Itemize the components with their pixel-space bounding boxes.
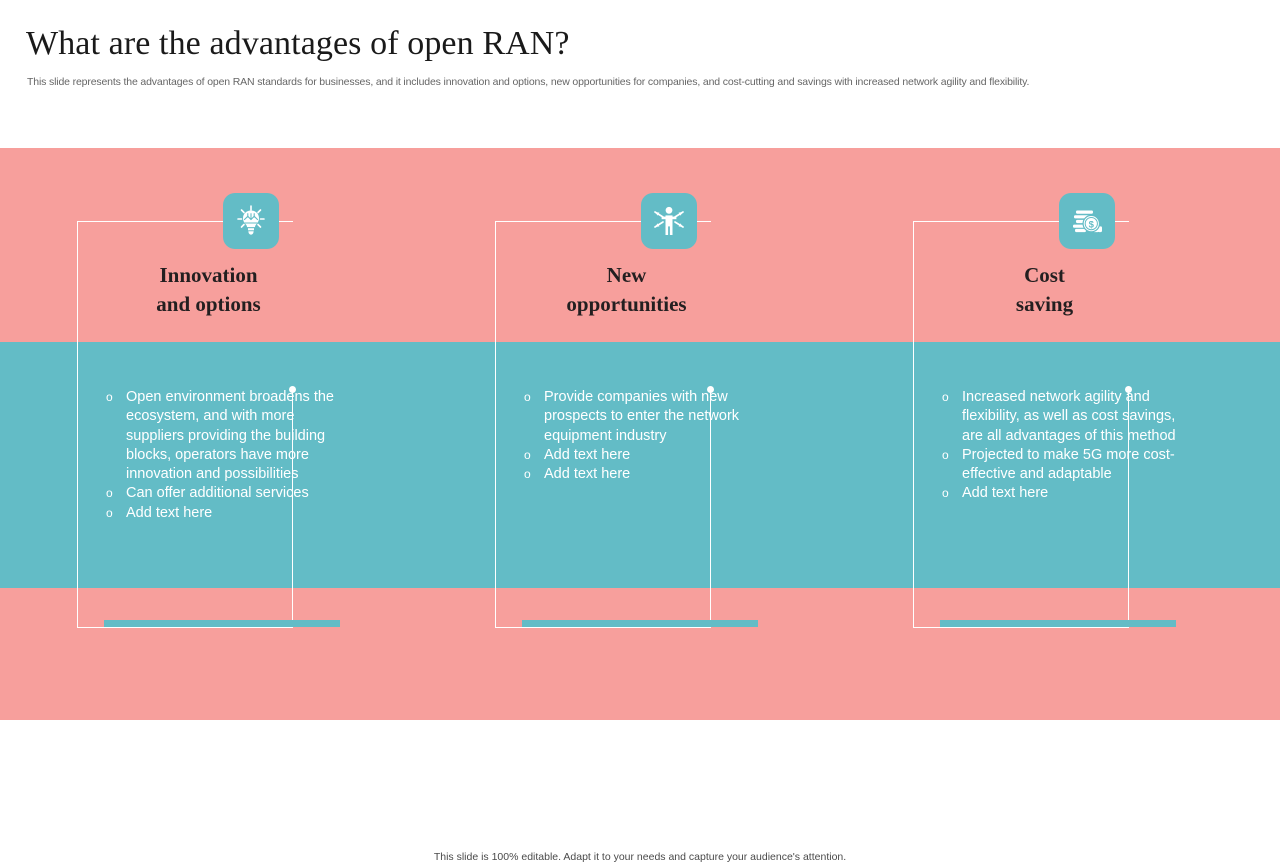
- card-heading: Innovation and options: [36, 261, 381, 319]
- list-item: Add text here: [518, 446, 770, 466]
- card-underbar: [522, 620, 758, 627]
- card-heading-line-2: opportunities: [566, 292, 687, 316]
- card-heading: New opportunities: [454, 261, 799, 319]
- list-item: Provide companies with new prospects to …: [518, 388, 770, 446]
- page-title: What are the advantages of open RAN?: [26, 25, 570, 62]
- card-frame-bottom-edge: [495, 627, 711, 628]
- person-opportunities-icon: [641, 193, 697, 249]
- list-item: Projected to make 5G more cost-effective…: [936, 446, 1188, 485]
- card-new-opportunities[interactable]: New opportunities Provide companies with…: [418, 148, 838, 720]
- money-savings-icon: $: [1059, 193, 1115, 249]
- svg-text:$: $: [1089, 219, 1095, 230]
- card-cost-saving[interactable]: $ Cost saving Increased network agility …: [836, 148, 1256, 720]
- lightbulb-idea-icon: [223, 193, 279, 249]
- list-item: Add text here: [100, 504, 352, 524]
- card-frame-top-edge: [913, 221, 1129, 222]
- list-item: Add text here: [936, 484, 1188, 504]
- card-frame-top-edge: [77, 221, 293, 222]
- slide-body: Innovation and options Open environment …: [0, 148, 1280, 863]
- page-subtitle: This slide represents the advantages of …: [27, 76, 1030, 88]
- card-frame-right-edge: [710, 390, 711, 628]
- card-heading-line-1: Innovation: [159, 263, 258, 287]
- slide-header: What are the advantages of open RAN? Thi…: [0, 0, 1280, 148]
- card-heading: Cost saving: [872, 261, 1217, 319]
- list-item: Can offer additional services: [100, 484, 352, 504]
- card-frame-top-edge: [495, 221, 711, 222]
- list-item: Increased network agility and flexibilit…: [936, 388, 1188, 446]
- card-innovation-and-options[interactable]: Innovation and options Open environment …: [0, 148, 420, 720]
- list-item: Open environment broadens the ecosystem,…: [100, 388, 352, 484]
- card-bullet-list: Open environment broadens the ecosystem,…: [100, 388, 352, 523]
- card-frame-bottom-edge: [77, 627, 293, 628]
- list-item: Add text here: [518, 465, 770, 485]
- card-frame-left-edge: [495, 221, 496, 628]
- card-underbar: [940, 620, 1176, 627]
- card-frame-left-edge: [77, 221, 78, 628]
- card-frame-right-edge: [1128, 390, 1129, 628]
- editable-footer-note: This slide is 100% editable. Adapt it to…: [433, 851, 847, 863]
- card-frame-left-edge: [913, 221, 914, 628]
- card-underbar: [104, 620, 340, 627]
- card-heading-line-1: Cost: [1024, 263, 1065, 287]
- card-bullet-list: Provide companies with new prospects to …: [518, 388, 770, 485]
- card-frame-bottom-edge: [913, 627, 1129, 628]
- card-bullet-list: Increased network agility and flexibilit…: [936, 388, 1188, 504]
- card-heading-line-1: New: [606, 263, 647, 287]
- card-heading-line-2: and options: [156, 292, 261, 316]
- card-heading-line-2: saving: [1015, 292, 1074, 316]
